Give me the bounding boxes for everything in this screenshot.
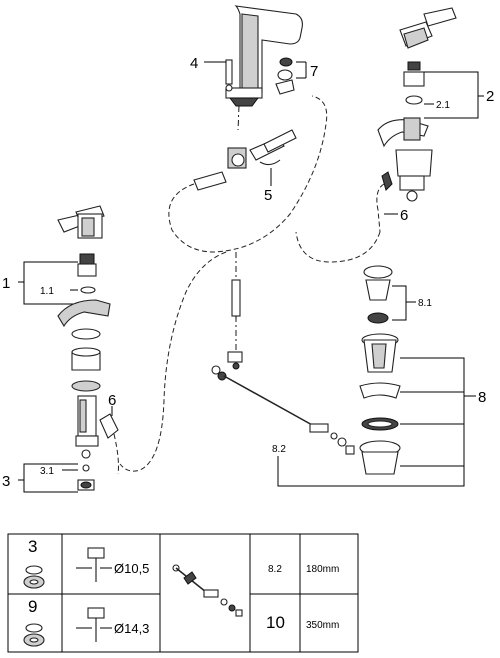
table-part-10: 10 bbox=[266, 613, 285, 632]
callout-8: 8 bbox=[478, 389, 486, 406]
handle-icon bbox=[57, 205, 105, 294]
callout-2-1: 2.1 bbox=[436, 100, 450, 111]
table-item-3: 3 bbox=[28, 537, 37, 556]
nut-icon bbox=[77, 464, 95, 491]
table-size-2: Ø14,3 bbox=[114, 621, 149, 636]
callout-3: 3 bbox=[2, 473, 10, 490]
hose-icon bbox=[193, 129, 297, 191]
callout-8-1: 8.1 bbox=[418, 298, 432, 309]
callout-1: 1 bbox=[2, 275, 10, 292]
handle-icon bbox=[399, 7, 457, 105]
table-length-350: 350mm bbox=[306, 620, 339, 631]
drain-icon bbox=[359, 265, 401, 475]
callout-3-1: 3.1 bbox=[40, 466, 54, 477]
nut-icon bbox=[23, 565, 45, 589]
table-part-8-2: 8.2 bbox=[268, 564, 282, 575]
callout-6-left: 6 bbox=[108, 392, 116, 409]
callout-5: 5 bbox=[264, 187, 272, 204]
nut-icon bbox=[23, 623, 45, 647]
callout-1-1: 1.1 bbox=[40, 286, 54, 297]
callout-2: 2 bbox=[486, 88, 494, 105]
pop-up-rod-icon bbox=[172, 564, 243, 617]
aerator-icon bbox=[275, 57, 295, 95]
pipe-diameter-icon bbox=[76, 547, 112, 582]
spout-icon bbox=[225, 5, 303, 131]
pipe-diameter-icon bbox=[76, 607, 112, 642]
callout-7: 7 bbox=[310, 63, 318, 80]
valve-cartridge-icon bbox=[57, 299, 111, 459]
table-size-1: Ø10,5 bbox=[114, 561, 149, 576]
callout-8-2: 8.2 bbox=[272, 444, 286, 455]
valve-cartridge-icon bbox=[377, 117, 433, 202]
table-item-9: 9 bbox=[28, 597, 37, 616]
callout-6-right: 6 bbox=[400, 207, 408, 224]
hose-icon bbox=[99, 413, 119, 439]
table-length-180: 180mm bbox=[306, 564, 339, 575]
pop-up-rod-icon bbox=[211, 351, 355, 455]
parts-table: 3 Ø10,5 9 Ø14,3 bbox=[7, 533, 359, 653]
callout-4: 4 bbox=[190, 55, 198, 72]
